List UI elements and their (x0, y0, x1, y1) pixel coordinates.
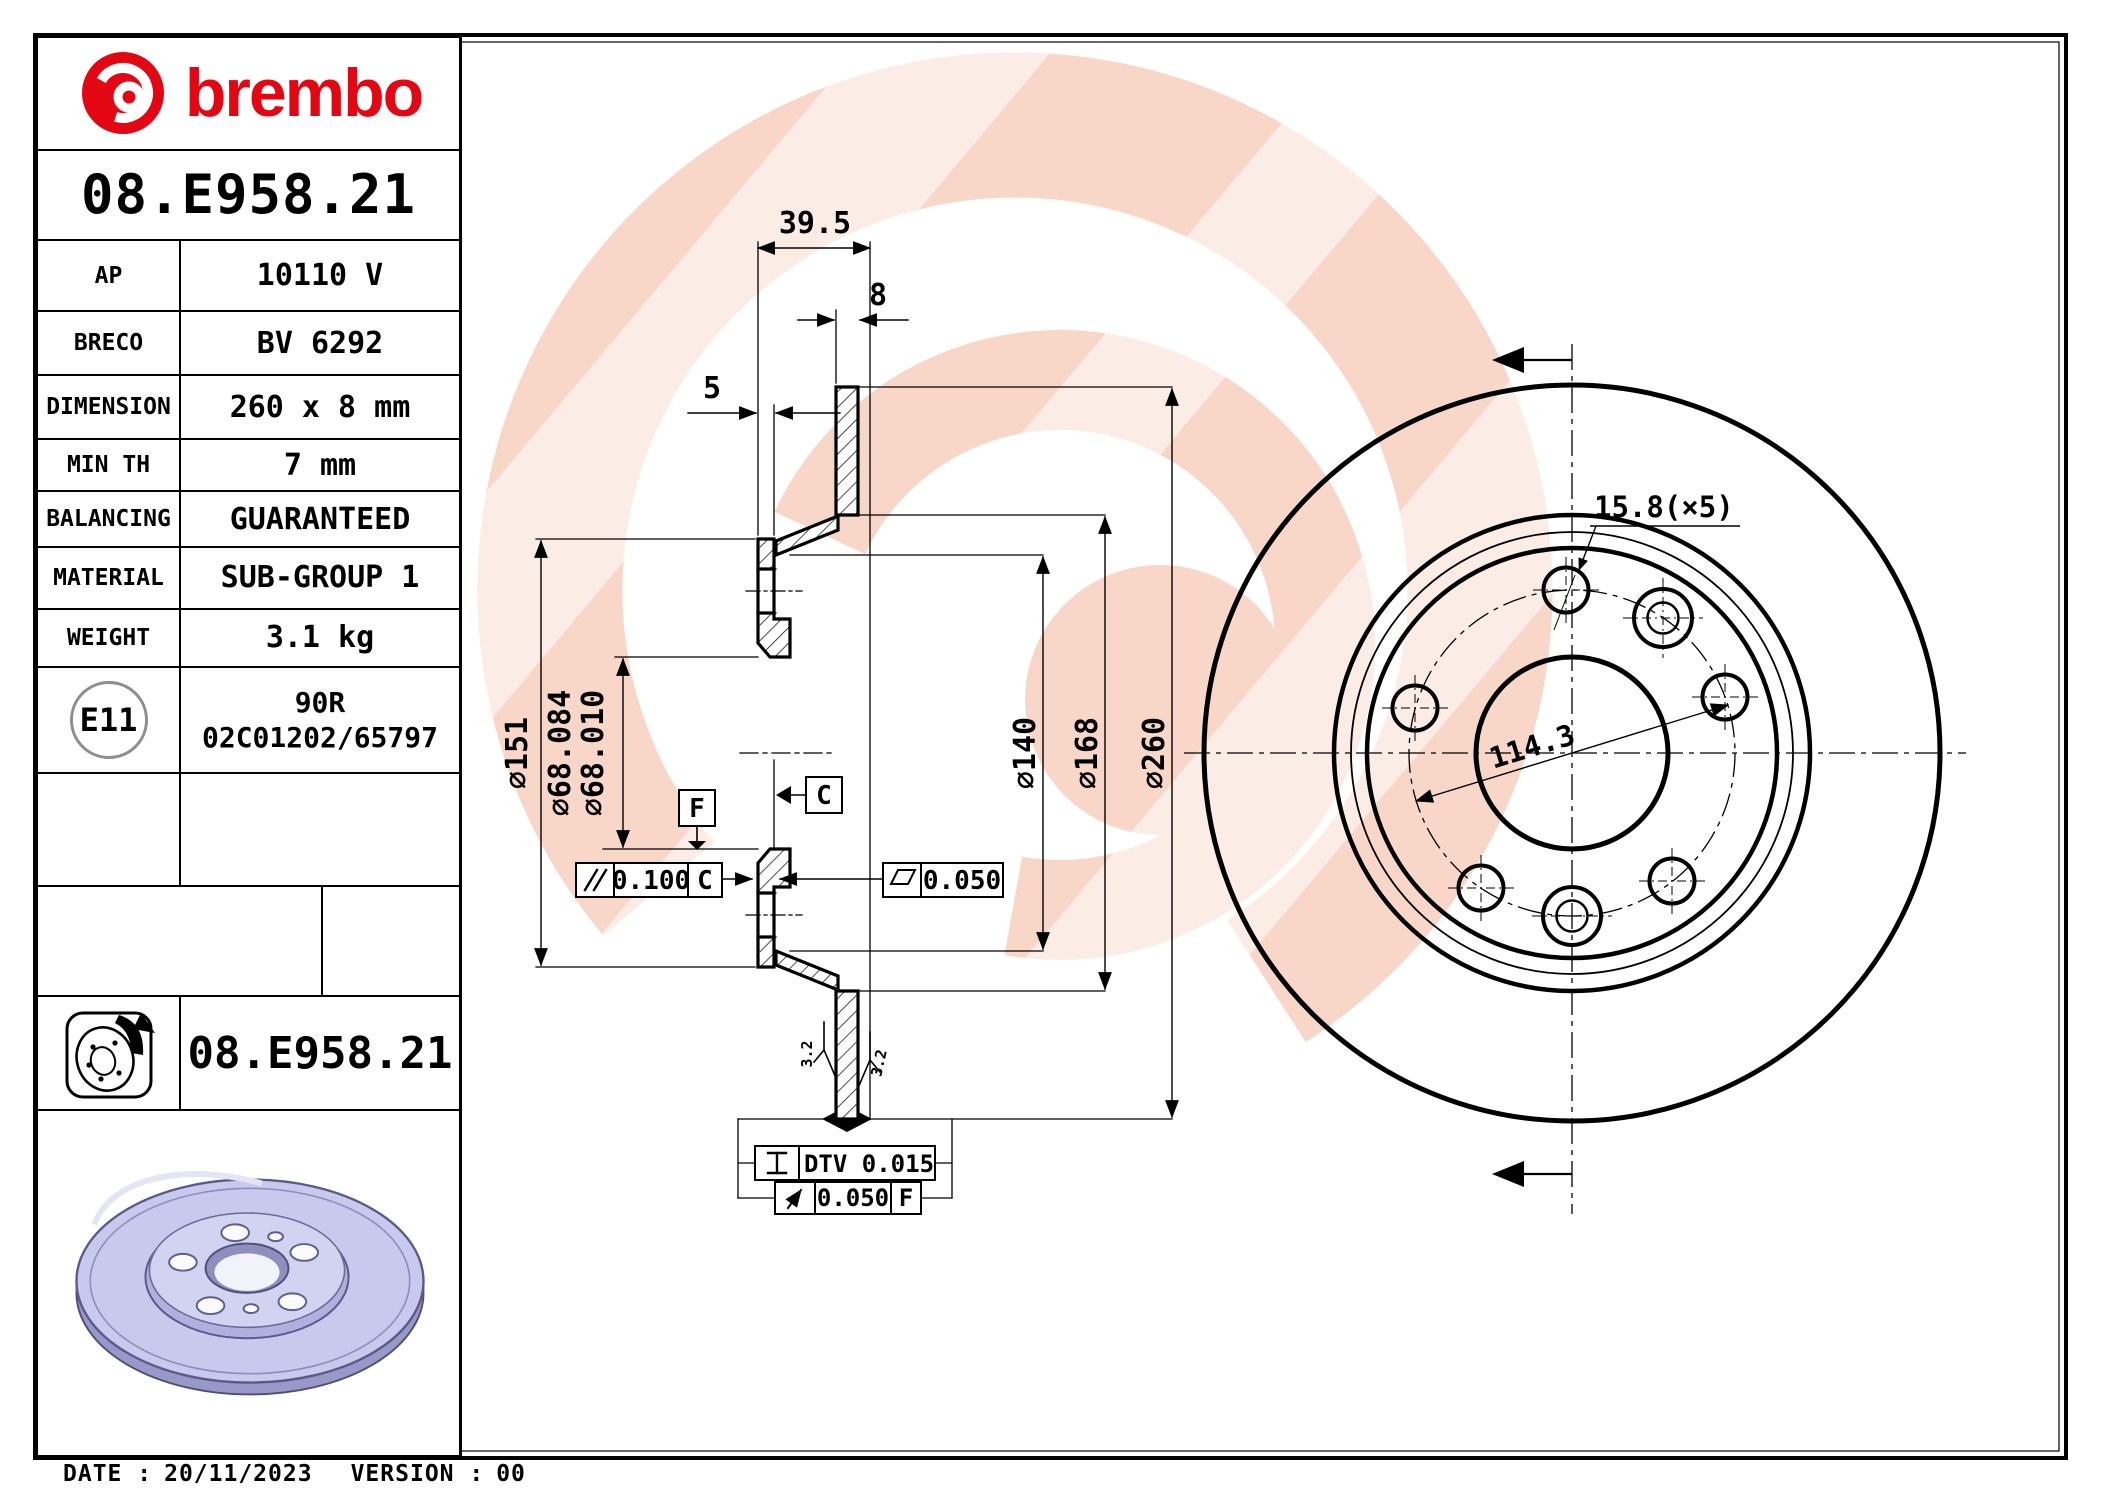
brand-wordmark: brembo (184, 55, 424, 132)
dimension-lines (534, 241, 1179, 1119)
svg-text:0.050: 0.050 (817, 1184, 889, 1212)
homologation-row: E11 90R 02C01202/65797 (38, 667, 459, 774)
dim-dia-bore-min: ∅68.010 (576, 690, 611, 816)
homologation-line1: 90R (294, 685, 346, 719)
row-value: 7 mm (283, 447, 357, 483)
row-value: 3.1 kg (265, 620, 375, 656)
row-label: BRECO (38, 312, 181, 375)
row-value: 260 x 8 mm (229, 389, 411, 425)
svg-text:F: F (689, 794, 705, 824)
dim-dia-outer: ∅260 (1137, 717, 1172, 789)
table-row-breco: BRECO BV 6292 (38, 312, 459, 377)
footer-part-number: 08.E958.21 (187, 1027, 453, 1079)
table-row-material: MATERIAL SUB-GROUP 1 (38, 548, 459, 610)
extension-lines (535, 241, 1173, 1120)
flatness-frame: 0.050 (778, 862, 1004, 898)
empty-row-2 (38, 887, 459, 998)
runout-icon (785, 1188, 803, 1210)
version-value: 00 (496, 1461, 526, 1487)
section-cut-arrows (1492, 347, 1572, 1187)
table-row-balancing: BALANCING GUARANTEED (38, 492, 459, 549)
brake-disc-icon (65, 1011, 155, 1099)
row-value: 10110 V (256, 258, 384, 294)
table-row-min-th: MIN TH 7 mm (38, 440, 459, 493)
pin-holes (1532, 578, 1703, 947)
render-bolt-holes (168, 1223, 319, 1315)
parallelism-icon (583, 868, 608, 892)
svg-text:C: C (816, 781, 832, 811)
svg-text:15.8(×5): 15.8(×5) (1594, 490, 1734, 524)
row-label: BALANCING (38, 492, 181, 547)
homologation-line2: 02C01202/65797 (201, 720, 438, 754)
logo-row: brembo (38, 38, 459, 151)
datum-f: F (678, 789, 716, 850)
disc-circles (1201, 382, 1943, 1124)
date-value: 20/11/2023 (164, 1461, 313, 1487)
parallelism-frame: 0.100 C (575, 862, 754, 898)
row-label: AP (38, 240, 181, 311)
section-profile (756, 385, 860, 1121)
version-label: VERSION : (350, 1461, 485, 1487)
row-value: BV 6292 (256, 325, 384, 361)
section-view: 39.5 8 5 ∅151 ∅68.084 ∅68.010 ∅140 ∅168 … (500, 206, 1179, 1215)
disc-render-row (38, 1111, 459, 1455)
roughness-marks (812, 1021, 882, 1090)
front-view: 114.3 15.8(×5) (1184, 344, 1966, 1214)
date-label: DATE : (63, 1461, 153, 1487)
table-row-dimension: DIMENSION 260 x 8 mm (38, 376, 459, 441)
empty-row-1 (38, 773, 459, 888)
datum-c: C (776, 776, 843, 814)
dim-thickness: 8 (869, 278, 887, 313)
row-label: MIN TH (38, 440, 181, 491)
dim-dia-hat: ∅151 (500, 717, 535, 789)
svg-text:0.100: 0.100 (612, 866, 690, 896)
spec-table: brembo 08.E958.21 AP 10110 V BRECO BV 62… (35, 35, 462, 1458)
row-value: GUARANTEED (229, 501, 411, 537)
brembo-logo-icon (81, 52, 164, 135)
dim-dia-bore-max: ∅68.084 (543, 690, 578, 816)
svg-text:0.050: 0.050 (923, 866, 1001, 896)
row-label: DIMENSION (38, 376, 181, 439)
svg-text:DTV 0.015: DTV 0.015 (804, 1150, 934, 1178)
dim-total-width: 39.5 (779, 206, 851, 241)
svg-text:114.3: 114.3 (1485, 717, 1578, 775)
disc-3d-render (75, 1171, 425, 1396)
bolt-hole-dimension: 15.8(×5) (1553, 490, 1740, 631)
dtv-runout-frames: DTV 0.015 0.050 F (737, 1118, 953, 1215)
date-version-line: DATE : 20/11/2023 VERSION : 00 (63, 1461, 526, 1487)
row-value: SUB-GROUP 1 (220, 560, 420, 596)
row-label: WEIGHT (38, 609, 181, 666)
svg-text:F: F (899, 1184, 913, 1212)
e11-badge: E11 (69, 680, 148, 759)
table-row-weight: WEIGHT 3.1 kg (38, 609, 459, 668)
row-label: MATERIAL (38, 548, 181, 608)
roughness-left: 3.2 (798, 1040, 816, 1067)
table-row-ap: AP 10110 V (38, 240, 459, 313)
dtv-icon (766, 1151, 788, 1175)
roughness-right: 3.2 (867, 1048, 890, 1078)
svg-text:C: C (697, 866, 713, 896)
part-number: 08.E958.21 (80, 163, 417, 227)
icon-part-row: 08.E958.21 (38, 997, 459, 1111)
flatness-icon (889, 869, 917, 885)
dim-dia-friction-inner: ∅168 (1070, 717, 1105, 789)
dim-dia-inner: ∅140 (1008, 717, 1043, 789)
dim-flange-thickness: 5 (703, 371, 721, 406)
part-number-row: 08.E958.21 (38, 151, 459, 241)
